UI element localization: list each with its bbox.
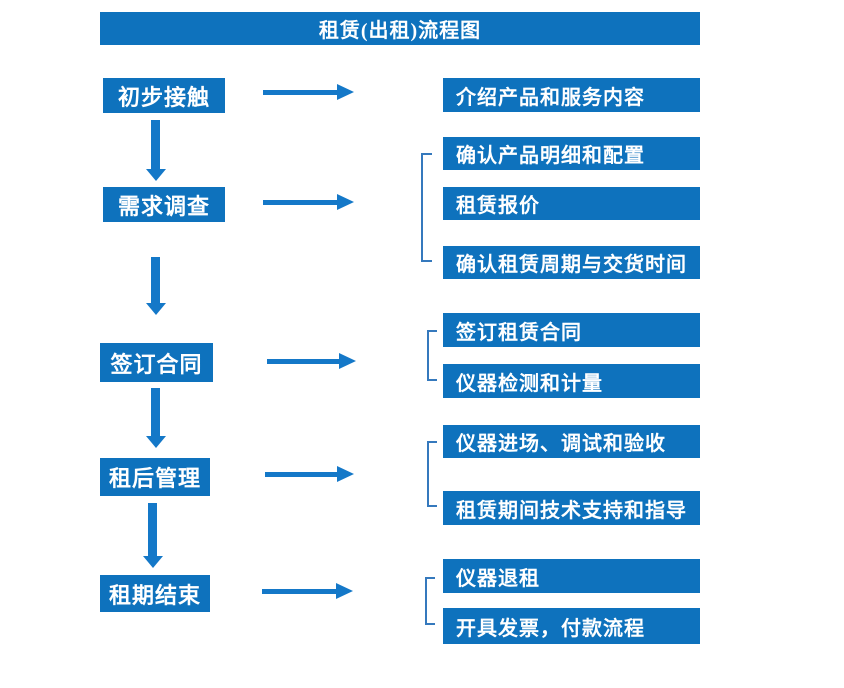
output-box-sign-rental-contract: 签订租赁合同 bbox=[443, 313, 700, 347]
output-box-technical-support: 租赁期间技术支持和指导 bbox=[443, 491, 700, 525]
arrow-down-icon bbox=[151, 120, 160, 169]
output-box-instrument-testing: 仪器检测和计量 bbox=[443, 364, 700, 398]
output-box-introduce-products: 介绍产品和服务内容 bbox=[443, 78, 700, 112]
arrow-right-icon bbox=[263, 194, 354, 210]
output-box-invoice-payment: 开具发票，付款流程 bbox=[443, 608, 700, 644]
output-box-rental-quotation: 租赁报价 bbox=[443, 187, 700, 220]
output-box-instrument-setup-acceptance: 仪器进场、调试和验收 bbox=[443, 425, 700, 458]
arrow-right-icon bbox=[262, 583, 353, 599]
flowchart-title: 租赁(出租)流程图 bbox=[100, 12, 700, 45]
step-box-initial-contact: 初步接触 bbox=[103, 78, 225, 113]
output-box-instrument-return: 仪器退租 bbox=[443, 559, 700, 593]
arrow-down-icon bbox=[148, 503, 157, 556]
step-box-sign-contract: 签订合同 bbox=[100, 343, 213, 382]
arrow-right-icon bbox=[263, 84, 354, 100]
arrow-down-icon bbox=[151, 388, 160, 436]
step-box-rental-end: 租期结束 bbox=[100, 575, 210, 612]
step-box-post-rental-management: 租后管理 bbox=[100, 458, 210, 496]
group-bracket bbox=[421, 153, 432, 262]
output-box-confirm-rental-period: 确认租赁周期与交货时间 bbox=[443, 246, 700, 279]
arrow-down-icon bbox=[151, 257, 160, 303]
arrow-right-icon bbox=[265, 466, 354, 482]
group-bracket bbox=[427, 441, 437, 507]
step-box-demand-survey: 需求调查 bbox=[103, 187, 225, 222]
group-bracket bbox=[425, 577, 435, 625]
group-bracket bbox=[427, 330, 437, 381]
output-box-confirm-product-details: 确认产品明细和配置 bbox=[443, 137, 700, 170]
arrow-right-icon bbox=[267, 353, 356, 369]
